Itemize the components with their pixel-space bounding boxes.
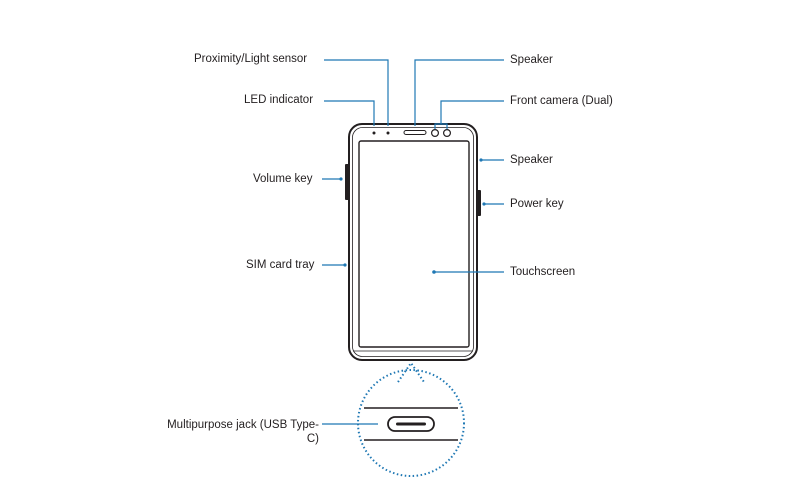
leader-dots <box>339 158 486 274</box>
dot-speaker-side <box>479 158 483 162</box>
proximity-sensor-dot <box>386 131 390 135</box>
dot-power <box>482 202 486 206</box>
label-volume-key: Volume key <box>253 173 313 185</box>
label-touchscreen: Touchscreen <box>510 266 576 278</box>
front-camera-2 <box>443 129 452 138</box>
label-front-camera: Front camera (Dual) <box>510 95 613 107</box>
leader-speaker-top <box>414 59 504 126</box>
label-proximity-light-sensor: Proximity/Light sensor <box>194 53 308 65</box>
dot-touchscreen <box>432 270 436 274</box>
phone-body <box>348 123 478 361</box>
volume-key <box>345 164 349 200</box>
front-camera-1 <box>431 129 440 138</box>
label-sim-card-tray: SIM card tray <box>246 259 315 271</box>
dot-sim <box>343 263 347 267</box>
led-indicator-dot <box>372 131 376 135</box>
label-speaker-top: Speaker <box>510 54 553 66</box>
leader-front-camera-bracket <box>434 123 448 129</box>
label-power-key: Power key <box>510 198 564 210</box>
usb-c-port-inner <box>396 422 426 426</box>
touchscreen-area <box>358 140 470 348</box>
label-multipurpose-jack: Multipurpose jack (USB Type-C) <box>167 419 319 445</box>
leader-proximity <box>324 59 389 126</box>
zoom-callout <box>357 361 465 477</box>
zoom-circle <box>357 369 465 477</box>
label-led-indicator: LED indicator <box>244 94 314 106</box>
leader-led <box>324 100 375 126</box>
power-key <box>477 190 481 216</box>
earpiece-speaker <box>403 130 427 135</box>
leader-lines <box>322 59 504 425</box>
dot-volume <box>339 177 343 181</box>
leader-front-camera <box>440 100 504 124</box>
zoom-pointer <box>397 361 425 383</box>
label-speaker-side: Speaker <box>510 154 553 166</box>
phone-bezel <box>352 127 474 357</box>
